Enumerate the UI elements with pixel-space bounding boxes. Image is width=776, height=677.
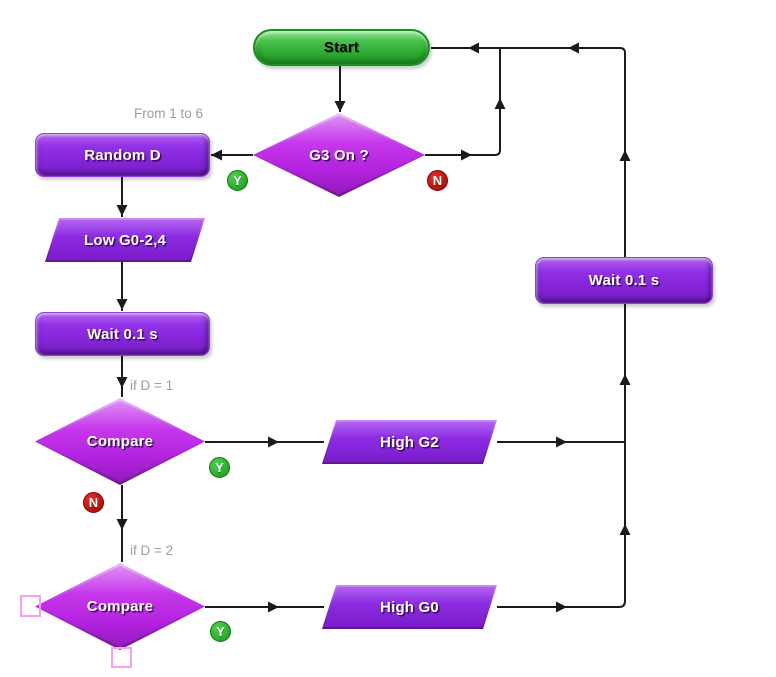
io-low-g0-2-4-label: Low G0-2,4 xyxy=(83,231,167,249)
yes-badge-compare-1: Y xyxy=(209,457,230,478)
arrowhead-down-icon xyxy=(116,205,128,216)
arrowhead-right-icon xyxy=(556,601,567,613)
start-node-label: Start xyxy=(323,39,360,56)
arrowhead-up-icon xyxy=(619,524,631,535)
arrowhead-left-icon xyxy=(211,149,222,161)
io-high-g0-label: High G0 xyxy=(380,598,439,616)
no-badge-g3: N xyxy=(427,170,448,191)
arrowhead-down-icon xyxy=(116,377,128,388)
decision-g3-on-label: G3 On ? xyxy=(309,146,369,164)
arrowhead-right-icon xyxy=(461,149,472,161)
process-random-d[interactable]: Random D xyxy=(35,133,210,177)
io-low-g0-2-4[interactable]: Low G0-2,4 xyxy=(45,218,205,262)
arrowhead-up-icon xyxy=(619,150,631,161)
process-wait-left[interactable]: Wait 0.1 s xyxy=(35,312,210,356)
annotation-random-d: From 1 to 6 xyxy=(134,106,204,121)
arrowhead-right-icon xyxy=(268,601,279,613)
arrowhead-right-icon xyxy=(268,436,279,448)
selection-handle-bottom[interactable] xyxy=(111,647,132,668)
process-wait-right[interactable]: Wait 0.1 s xyxy=(535,257,713,304)
process-random-d-label: Random D xyxy=(84,146,161,164)
annotation-compare-1: if D = 1 xyxy=(130,378,174,393)
arrowhead-down-icon xyxy=(116,299,128,310)
arrowhead-left-icon xyxy=(468,42,479,54)
io-high-g2[interactable]: High G2 xyxy=(322,420,497,464)
decision-compare-2-label: Compare xyxy=(86,598,154,615)
decision-compare-1-label: Compare xyxy=(86,433,154,450)
arrowhead-up-icon xyxy=(619,374,631,385)
no-badge-compare-1: N xyxy=(83,492,104,513)
yes-badge-compare-2: Y xyxy=(210,621,231,642)
connector-g3-no-loop xyxy=(425,48,501,156)
io-high-g0[interactable]: High G0 xyxy=(322,585,497,629)
io-high-g2-fill xyxy=(324,422,495,462)
process-wait-right-label: Wait 0.1 s xyxy=(588,272,660,289)
arrowhead-down-icon xyxy=(116,519,128,530)
selection-handle-left[interactable] xyxy=(20,595,41,617)
connector-main-return-loop xyxy=(431,47,626,608)
io-high-g2-label: High G2 xyxy=(380,433,439,451)
io-low-g0-2-4-fill xyxy=(47,220,203,260)
arrowhead-down-icon xyxy=(334,101,346,112)
arrowhead-left-icon xyxy=(568,42,579,54)
io-high-g0-fill xyxy=(324,587,495,627)
annotation-compare-2: if D = 2 xyxy=(130,543,174,558)
process-wait-left-label: Wait 0.1 s xyxy=(87,325,158,343)
arrowhead-right-icon xyxy=(556,436,567,448)
yes-badge-g3: Y xyxy=(227,170,248,191)
arrowhead-up-icon xyxy=(494,98,506,109)
start-node[interactable]: Start xyxy=(253,29,430,66)
